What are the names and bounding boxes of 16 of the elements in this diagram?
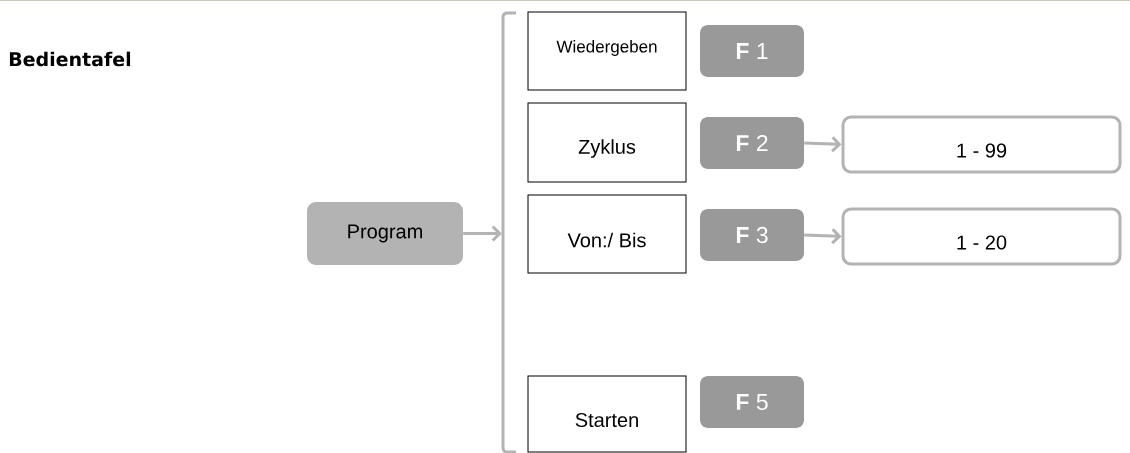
menu-box: Wiedergeben bbox=[527, 11, 687, 91]
function-key: F 5 bbox=[700, 376, 804, 428]
menu-box: Starten bbox=[527, 375, 687, 453]
menu-box: Zyklus bbox=[527, 102, 687, 183]
heading: Bedientafel bbox=[9, 51, 131, 67]
arrow bbox=[463, 225, 502, 242]
value-range-box: 1 - 20 bbox=[841, 207, 1122, 266]
function-key: F 3 bbox=[700, 209, 804, 261]
function-key: F 2 bbox=[700, 117, 804, 169]
bracket bbox=[501, 11, 516, 453]
function-key: F 1 bbox=[700, 25, 804, 77]
value-range-box: 1 - 99 bbox=[841, 115, 1122, 174]
button-box: Program bbox=[307, 202, 463, 265]
arrow bbox=[804, 228, 842, 245]
menu-box: Von:/ Bis bbox=[527, 194, 687, 274]
arrow bbox=[804, 136, 842, 153]
